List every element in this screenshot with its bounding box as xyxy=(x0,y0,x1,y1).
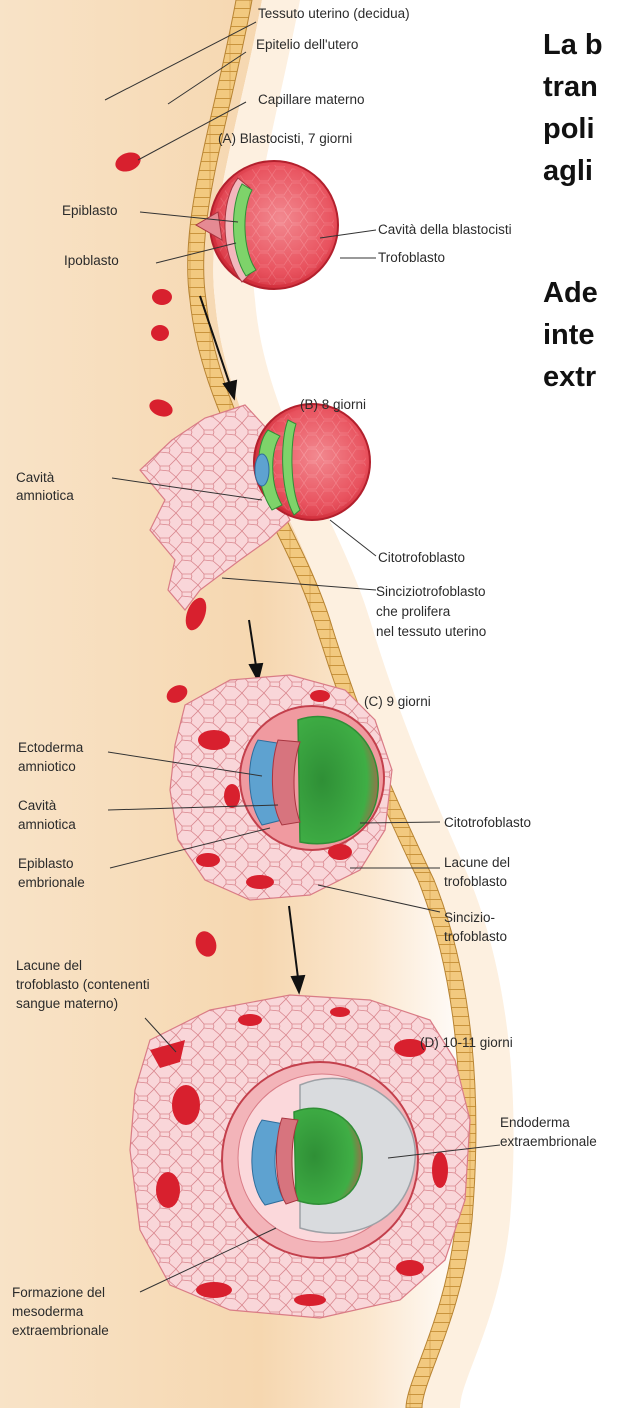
slide-text-line: agli xyxy=(543,150,603,192)
label-mesoderma-3: extraembrionale xyxy=(12,1323,109,1338)
slide-text-line: La b xyxy=(543,24,603,66)
label-cavita-amniotica-c-2: amniotica xyxy=(18,817,76,832)
label-epitelio: Epitelio dell'utero xyxy=(256,37,358,52)
label-lacune-d-3: sangue materno) xyxy=(16,996,118,1011)
slide-text-line: Ade xyxy=(543,272,598,314)
label-epiblasto: Epiblasto xyxy=(62,203,118,218)
label-cavita-amniotica-c-1: Cavità xyxy=(18,798,57,813)
label-cavita-blastocisti: Cavità della blastocisti xyxy=(378,222,512,237)
label-capillare: Capillare materno xyxy=(258,92,365,107)
label-sincizio-c-1: Sincizio- xyxy=(444,910,495,925)
label-cavita-amniotica-b-2: amniotica xyxy=(16,488,74,503)
slide-text-line: tran xyxy=(543,66,603,108)
embryo-stage-c xyxy=(170,675,392,900)
label-epiblasto-emb-1: Epiblasto xyxy=(18,856,74,871)
embryo-stage-d xyxy=(130,995,470,1318)
label-stage-c: (C) 9 giorni xyxy=(364,694,431,709)
label-mesoderma-1: Formazione del xyxy=(12,1285,105,1300)
label-citotrofoblasto-b: Citotrofoblasto xyxy=(378,550,465,565)
label-tessuto-uterino: Tessuto uterino (decidua) xyxy=(258,6,410,21)
label-sincizio-c-2: trofoblasto xyxy=(444,929,507,944)
label-lacune-c-2: trofoblasto xyxy=(444,874,507,889)
label-sincizio-b-1: Sinciziotrofoblasto xyxy=(376,584,486,599)
label-lacune-d-1: Lacune del xyxy=(16,958,82,973)
label-sincizio-b-2: che prolifera xyxy=(376,604,451,619)
label-lacune-d-2: trofoblasto (contenenti xyxy=(16,977,150,992)
label-citotrofoblasto-c: Citotrofoblasto xyxy=(444,815,531,830)
label-stage-d: (D) 10-11 giorni xyxy=(420,1035,513,1050)
label-mesoderma-2: mesoderma xyxy=(12,1304,84,1319)
slide-text-line: inte xyxy=(543,314,598,356)
label-stage-b: (B) 8 giorni xyxy=(300,397,366,412)
label-ectoderma-2: amniotico xyxy=(18,759,76,774)
label-ipoblasto: Ipoblasto xyxy=(64,253,119,268)
label-endoderma-1: Endoderma xyxy=(500,1115,570,1130)
slide-text-line: poli xyxy=(543,108,603,150)
label-sincizio-b-3: nel tessuto uterino xyxy=(376,624,486,639)
slide-text-paragraph-1: La b tran poli agli xyxy=(543,24,603,192)
label-ectoderma-1: Ectoderma xyxy=(18,740,84,755)
label-endoderma-2: extraembrionale xyxy=(500,1134,597,1149)
label-lacune-c-1: Lacune del xyxy=(444,855,510,870)
slide-text-line: extr xyxy=(543,356,598,398)
label-cavita-amniotica-b-1: Cavità xyxy=(16,470,55,485)
slide-text-paragraph-2: Ade inte extr xyxy=(543,272,598,398)
label-trofoblasto: Trofoblasto xyxy=(378,250,445,265)
label-epiblasto-emb-2: embrionale xyxy=(18,875,85,890)
label-stage-a: (A) Blastocisti, 7 giorni xyxy=(218,131,352,146)
